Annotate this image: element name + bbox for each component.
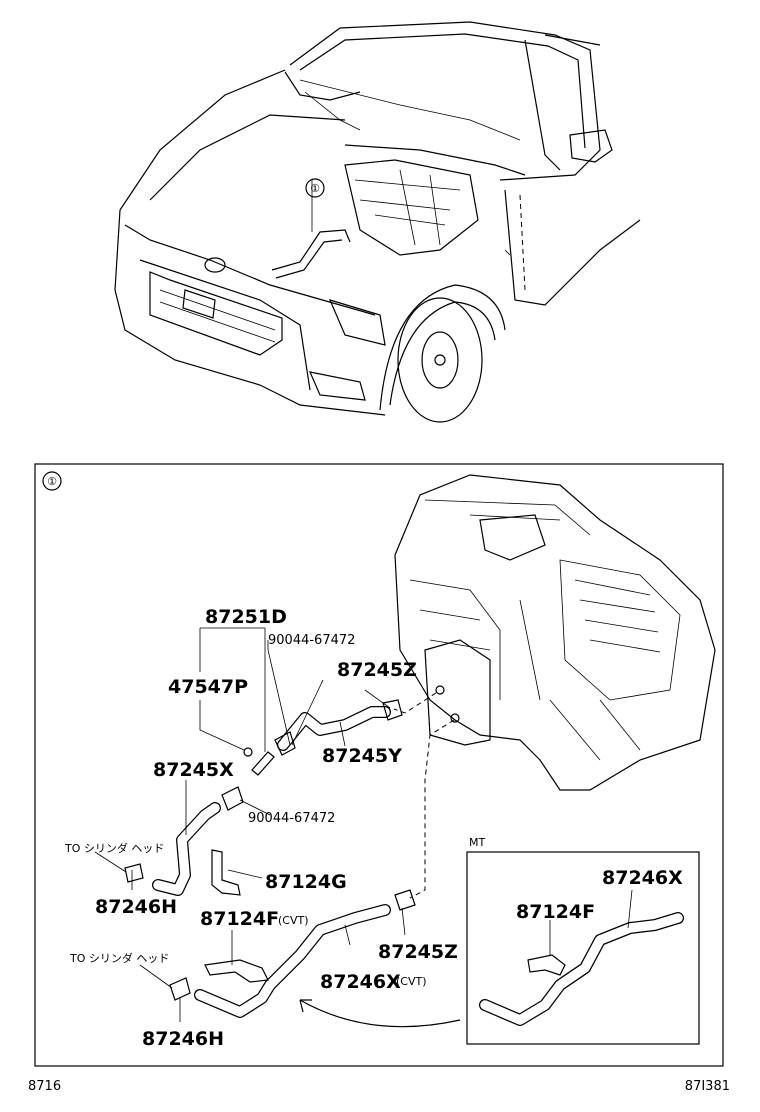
mt-label-87246X: 87246X bbox=[602, 867, 683, 889]
label-to-cylinder-head-2: TO シリンダ ヘッド bbox=[69, 951, 169, 965]
label-87246H-upper: 87246H bbox=[95, 896, 177, 918]
clamp-87246H-lower bbox=[169, 977, 191, 1001]
label-to-cylinder-head-1: TO シリンダ ヘッド bbox=[64, 841, 164, 855]
mt-inset-title: MT bbox=[469, 836, 485, 849]
clamp-87246H-upper bbox=[124, 863, 144, 883]
bracket-87124F-cvt bbox=[204, 959, 269, 983]
mt-arrow-head bbox=[299, 999, 312, 1013]
label-87245X: 87245X bbox=[153, 759, 234, 781]
clamp-90044-upper bbox=[274, 731, 296, 756]
label-87124F-note: (CVT) bbox=[278, 914, 309, 927]
footer-right-code: 87I381 bbox=[685, 1079, 730, 1094]
label-87246H-lower: 87246H bbox=[142, 1028, 224, 1050]
detail-callout-marker: ① bbox=[47, 475, 57, 488]
pipe-87251D bbox=[251, 751, 275, 776]
mt-arrow bbox=[299, 999, 461, 1028]
label-90044-upper: 90044-67472 bbox=[268, 633, 355, 648]
label-87245Y: 87245Y bbox=[322, 745, 402, 767]
overview-callout-marker: ① bbox=[310, 182, 320, 195]
bracket-87124G bbox=[211, 849, 241, 896]
label-87246X-note: (CVT) bbox=[396, 975, 427, 988]
mt-label-87124F: 87124F bbox=[516, 901, 595, 923]
label-87124F: 87124F bbox=[200, 908, 279, 930]
label-90044-lower: 90044-67472 bbox=[248, 811, 335, 826]
dashed-lead-lower bbox=[409, 719, 455, 899]
mt-hose-87246X bbox=[479, 912, 684, 1026]
plug-47547P bbox=[243, 747, 253, 757]
detail-callout-circle bbox=[42, 471, 62, 491]
hose-87246X-cvt bbox=[194, 904, 391, 1018]
dashed-lead-upper bbox=[393, 692, 437, 714]
vehicle-illustration bbox=[114, 21, 641, 423]
leader-lines bbox=[94, 627, 406, 1022]
clamp-87245Z-upper bbox=[382, 699, 403, 721]
label-87246X: 87246X bbox=[320, 971, 401, 993]
label-87245Z-upper: 87245Z bbox=[337, 659, 417, 681]
mt-inset-frame bbox=[466, 851, 700, 1045]
clamp-87245Z-lower bbox=[394, 889, 416, 911]
label-87245Z-lower: 87245Z bbox=[378, 941, 458, 963]
mt-bracket-87124F bbox=[527, 954, 566, 976]
heater-unit-assembly bbox=[394, 474, 716, 791]
clamp-90044-lower bbox=[221, 786, 244, 811]
label-87251D: 87251D bbox=[205, 606, 287, 628]
hose-87245X bbox=[152, 802, 221, 896]
label-87124G: 87124G bbox=[265, 871, 347, 893]
hose-87245Y bbox=[277, 706, 391, 751]
detail-frame bbox=[34, 463, 724, 1067]
label-47547P: 47547P bbox=[168, 676, 248, 698]
footer-left-code: 8716 bbox=[28, 1079, 61, 1094]
mt-leader-87246X bbox=[627, 889, 633, 929]
